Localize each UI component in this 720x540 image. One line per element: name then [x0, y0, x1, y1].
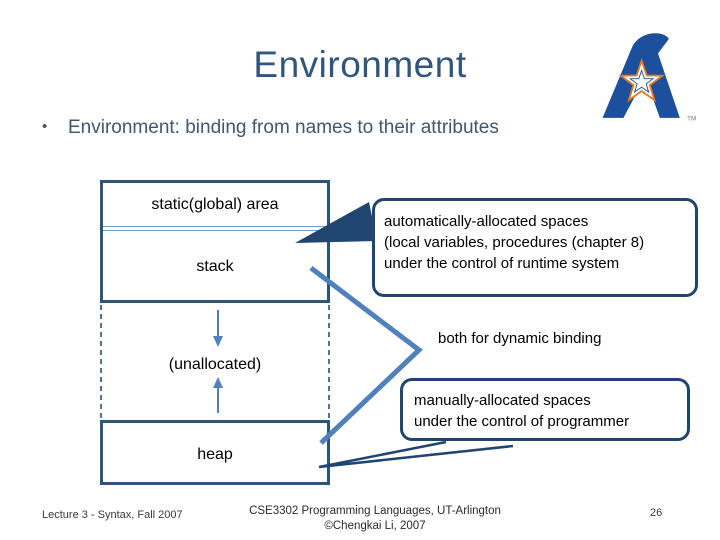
- callout-auto-line3: under the control of runtime system: [384, 255, 620, 272]
- uta-logo-icon: TM: [602, 33, 696, 123]
- page-number: 26: [650, 507, 663, 519]
- static-stack-divider-bottom: [103, 230, 327, 231]
- footer-lecture-label: Lecture 3 - Syntax, Fall 2007: [42, 509, 183, 521]
- logo-star-inner: [628, 69, 655, 94]
- heap-box: [100, 420, 330, 485]
- callout-manual-line2: under the control of programmer: [414, 413, 630, 430]
- stack-label: stack: [196, 258, 234, 275]
- heap-growth-arrowhead-icon: [213, 377, 223, 388]
- static-stack-divider-top: [103, 226, 327, 227]
- static-stack-box: [100, 180, 330, 303]
- callout-manual-line1: manually-allocated spaces: [414, 392, 591, 409]
- logo-tm-label: TM: [687, 116, 696, 123]
- callout-auto-line2: (local variables, procedures (chapter 8): [384, 234, 645, 251]
- callout-manual-tail: [318, 440, 514, 469]
- unallocated-label: (unallocated): [168, 356, 262, 373]
- callout-automatically-allocated: automatically-allocated spaces (local va…: [372, 198, 698, 297]
- footer-course-info: CSE3302 Programming Languages, UT-Arling…: [155, 504, 595, 534]
- stack-growth-arrowhead-icon: [213, 336, 223, 347]
- dynamic-binding-label: both for dynamic binding: [438, 330, 602, 347]
- heap-label: heap: [197, 446, 233, 463]
- bullet-item: • Environment: binding from names to thei…: [42, 117, 602, 139]
- footer-copyright-line: ©Chengkai Li, 2007: [324, 520, 426, 532]
- bullet-icon: •: [42, 118, 48, 135]
- footer-course-line: CSE3302 Programming Languages, UT-Arling…: [249, 505, 501, 517]
- callout-manually-allocated: manually-allocated spaces under the cont…: [400, 378, 690, 441]
- logo-star-icon: [618, 57, 666, 103]
- page-title: Environment: [253, 44, 467, 85]
- bullet-text: Environment: binding from names to their…: [68, 117, 499, 138]
- static-area-label: static(global) area: [151, 196, 279, 213]
- callout-auto-line1: automatically-allocated spaces: [384, 213, 589, 230]
